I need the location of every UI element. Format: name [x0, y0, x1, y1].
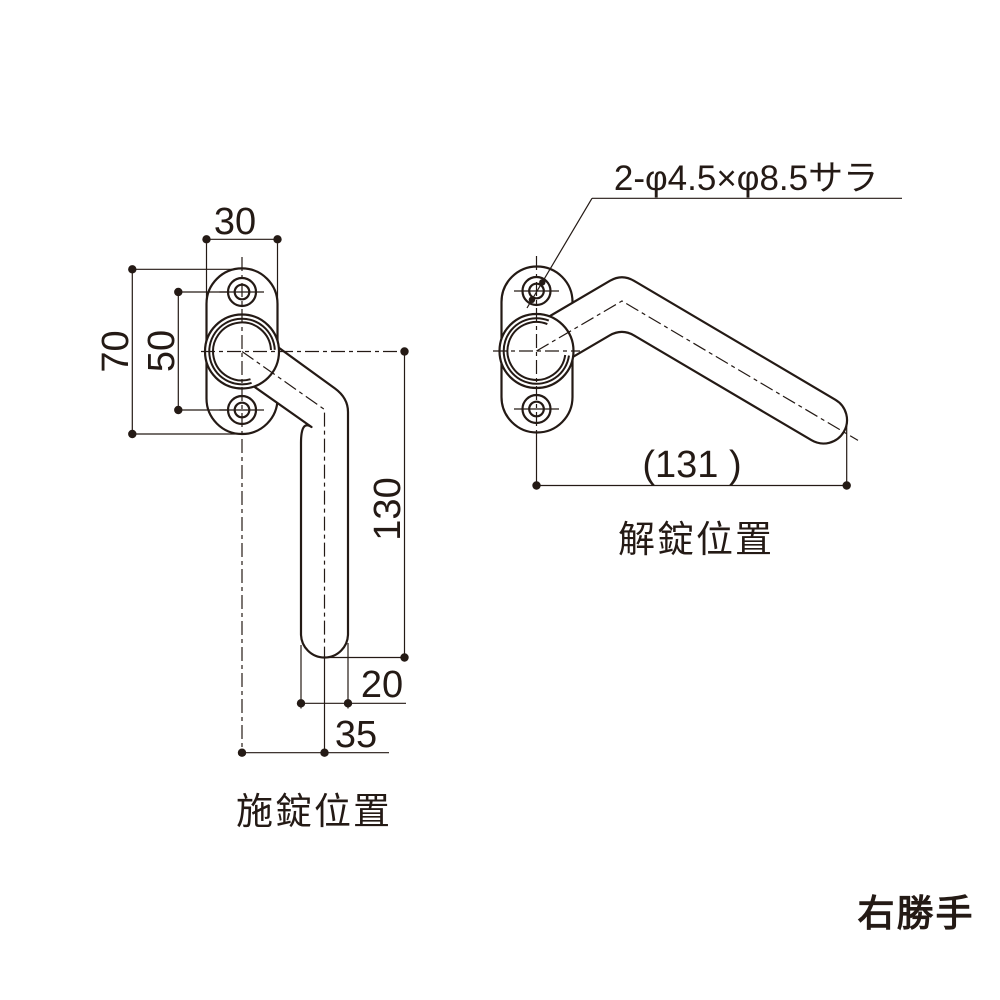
unlocked-lever-centerline	[536, 300, 859, 441]
screw-spec-leader-dot-2	[528, 296, 536, 303]
dim-30-dot-right	[273, 235, 282, 244]
dim-131-dot-left	[532, 481, 541, 490]
dim-130-label: 130	[367, 477, 409, 540]
unlocked-view: 2-φ4.5×φ8.5サラ (131 ) 解錠位置	[493, 159, 902, 560]
dim-20-label: 20	[361, 664, 403, 706]
dim-35-label: 35	[335, 714, 377, 756]
locked-view-caption: 施錠位置	[236, 791, 392, 832]
dim-30-dot-left	[202, 235, 211, 244]
screw-spec-leader-line	[526, 197, 593, 309]
locked-boss-ring-outer	[208, 317, 276, 386]
dim-131-label: (131 )	[642, 444, 741, 486]
dim-130-dot-top	[400, 347, 409, 356]
unlocked-lever-outline	[531, 276, 849, 445]
screw-spec-leader-dot-1	[539, 279, 546, 286]
dim-131-dot-right	[842, 481, 851, 490]
unlocked-boss-ring-outer	[502, 317, 570, 385]
dim-70-label: 70	[95, 330, 137, 372]
dim-50-dot-top	[174, 287, 183, 297]
dim-35-dot-right	[320, 748, 329, 757]
locked-view: 30 70 50 130 20 35 施錠位置	[95, 201, 409, 832]
handing-label: 右勝手	[858, 893, 975, 934]
dim-35-dot-left	[237, 748, 247, 757]
dim-20-dot-left	[296, 699, 306, 708]
unlocked-boss-ring-inner	[506, 321, 567, 381]
dim-50-dot-bottom	[174, 405, 183, 415]
locked-lever-centerline	[241, 351, 326, 660]
screw-spec-label: 2-φ4.5×φ8.5サラ	[614, 159, 878, 198]
dim-20-dot-right	[343, 699, 353, 708]
dim-130-dot-bottom	[400, 653, 409, 662]
dim-50-label: 50	[141, 330, 183, 372]
dim-70-dot-bottom	[128, 429, 137, 439]
locked-boss-ring-inner	[212, 321, 272, 382]
locked-lever-outline	[230, 327, 350, 659]
dim-30-label: 30	[214, 201, 256, 243]
dim-70-dot-top	[128, 265, 137, 274]
unlocked-view-caption: 解錠位置	[618, 519, 774, 560]
